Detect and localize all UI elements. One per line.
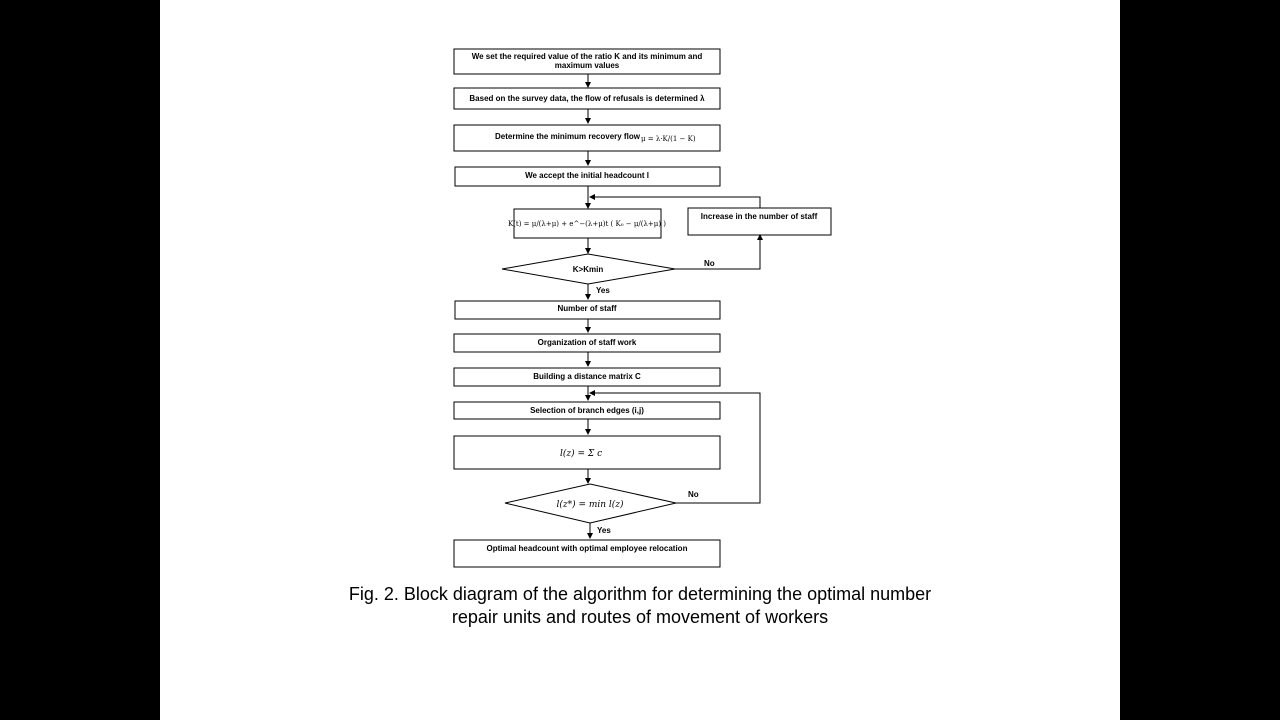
step1-text-line1: We set the required value of the ratio K… xyxy=(472,52,703,61)
step9-text: Selection of branch edges (i,j) xyxy=(530,406,644,415)
slide: We set the required value of the ratio K… xyxy=(160,0,1120,720)
step8-text: Building a distance matrix C xyxy=(533,372,641,381)
step11-text: Optimal headcount with optimal employee … xyxy=(487,544,688,553)
step2-box xyxy=(453,87,721,110)
step2-text: Based on the survey data, the flow of re… xyxy=(469,94,705,103)
step3-formula: μ = λ·K/(1 − K) xyxy=(641,135,696,143)
decision1-text: K>Kmin xyxy=(573,265,604,274)
step1-text-line2: maximum values xyxy=(555,61,620,70)
decision2-no-label: No xyxy=(688,490,699,499)
flowchart: We set the required value of the ratio K… xyxy=(453,48,832,568)
increase-box xyxy=(687,207,832,236)
step11-box xyxy=(453,539,721,568)
step3-box xyxy=(453,124,721,152)
decision1-no-label: No xyxy=(704,259,715,268)
increase-text: Increase in the number of staff xyxy=(701,212,818,221)
figure-caption: Fig. 2. Block diagram of the algorithm f… xyxy=(160,583,1120,629)
step7-box xyxy=(453,333,721,353)
decision2-text: l(z*) = min l(z) xyxy=(556,499,624,510)
step10-formula: l(z) = Σ c xyxy=(560,448,602,459)
step9-box xyxy=(453,401,721,420)
step5-formula: K(t) = μ/(λ+μ) + e^−(λ+μ)t ( K₀ − μ/(λ+μ… xyxy=(508,220,666,228)
decision2-yes-label: Yes xyxy=(597,526,611,535)
step8-box xyxy=(453,367,721,387)
decision1-yes-label: Yes xyxy=(596,286,610,295)
step1-box xyxy=(453,48,721,75)
step6-text: Number of staff xyxy=(557,304,616,313)
step10-box xyxy=(453,435,721,470)
step4-text: We accept the initial headcount l xyxy=(525,171,649,180)
caption-line1: Fig. 2. Block diagram of the algorithm f… xyxy=(348,584,932,604)
step7-text: Organization of staff work xyxy=(538,338,637,347)
step3-text: Determine the minimum recovery flow xyxy=(495,132,641,141)
caption-line2: repair units and routes of movement of w… xyxy=(451,607,829,627)
